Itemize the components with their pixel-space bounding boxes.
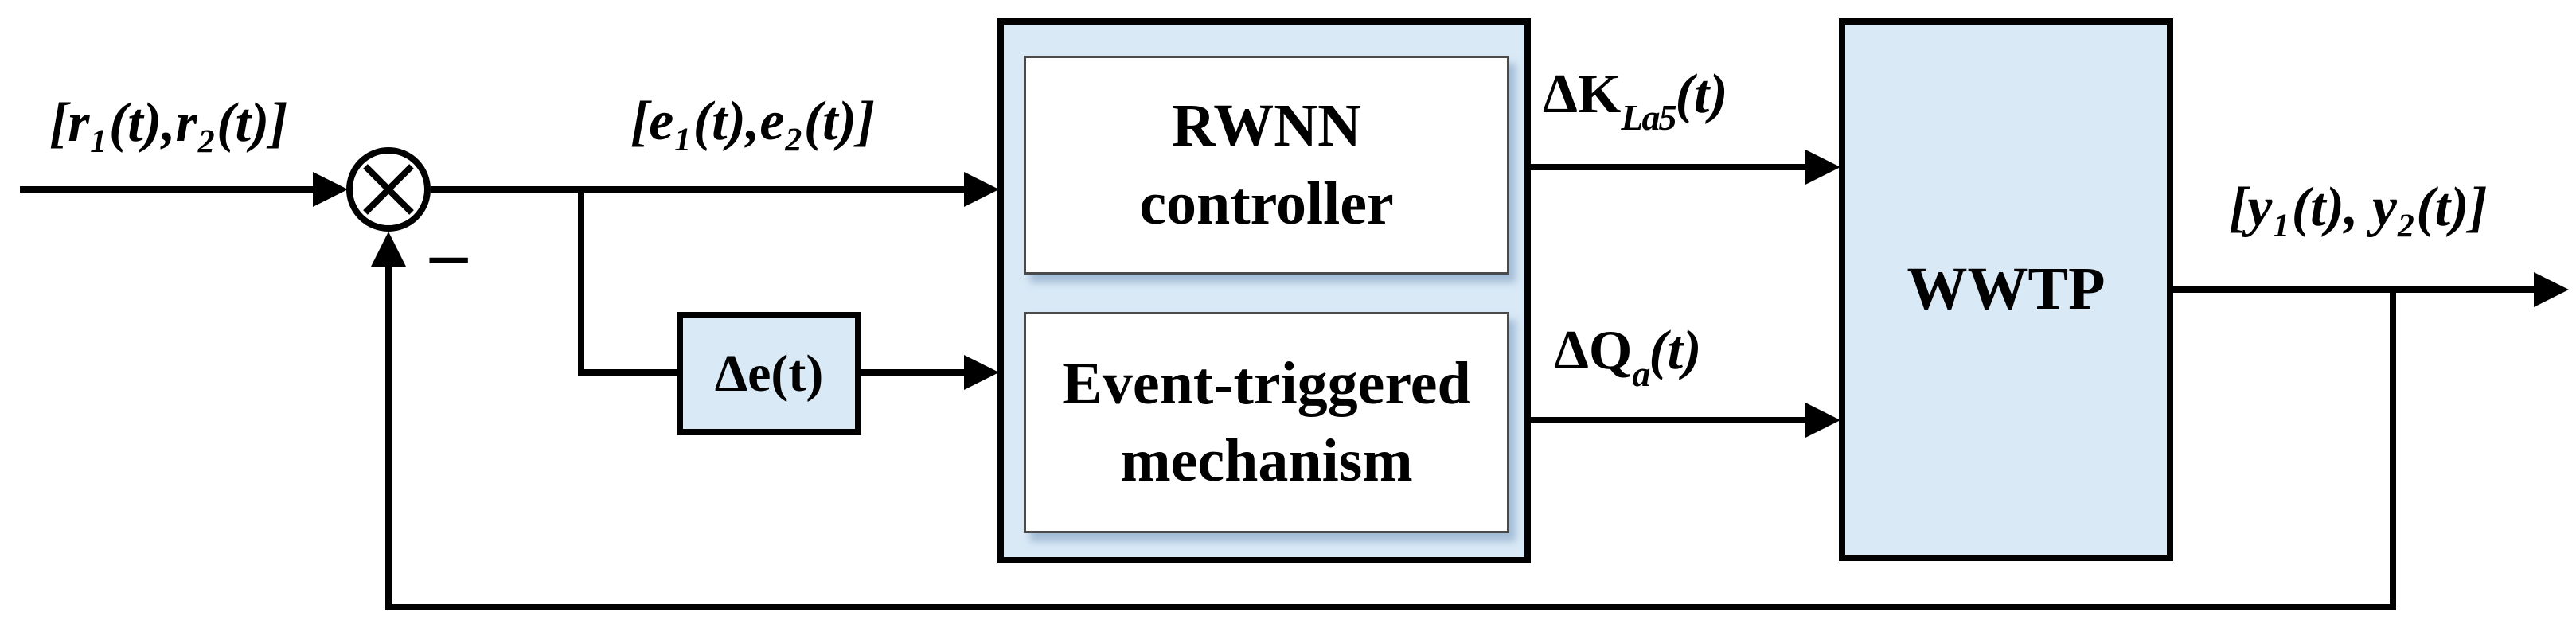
rwnn-controller-block: RWNN controller <box>1024 56 1509 275</box>
event-mechanism-block: Event-triggered mechanism <box>1024 312 1509 533</box>
event-mechanism-label-line1: Event-triggered <box>1062 349 1471 417</box>
delta-e-out-line <box>861 369 966 376</box>
reference-arrowhead-icon <box>313 172 348 207</box>
error-signal-label: [e₁(t),e₂(t)] <box>630 91 876 152</box>
kla-signal-line <box>1531 164 1807 170</box>
error-arrowhead-icon <box>964 172 999 207</box>
kla-arrowhead-icon <box>1805 150 1840 185</box>
reference-signal-label: [r₁(t),r₂(t)] <box>49 92 288 154</box>
delta-e-in-line <box>578 369 680 376</box>
kla-signal-sub: La5 <box>1621 97 1676 138</box>
delta-e-label: Δe(t) <box>714 344 824 403</box>
rwnn-controller-label-line2: controller <box>1139 169 1394 237</box>
summing-junction <box>346 147 431 232</box>
output-line <box>2173 286 2535 293</box>
qa-signal-tail: (t) <box>1649 320 1702 381</box>
feedback-drop-line <box>2390 286 2396 610</box>
feedback-bottom-line <box>388 604 2396 610</box>
qa-arrowhead-icon <box>1805 403 1840 438</box>
summing-junction-cross-icon <box>363 164 414 215</box>
kla-signal-tail: (t) <box>1675 64 1728 125</box>
output-arrowhead-icon <box>2534 272 2569 307</box>
feedback-arrowhead-icon <box>371 232 406 267</box>
minus-sign-label: − <box>425 215 473 306</box>
wwtp-label: WWTP <box>1907 255 2106 323</box>
error-branch-line <box>578 186 584 376</box>
output-signal-label: [y₁(t), y₂(t)] <box>2229 177 2488 238</box>
wwtp-block: WWTP <box>1839 18 2173 561</box>
event-mechanism-label-line2: mechanism <box>1120 427 1413 494</box>
delta-e-block: Δe(t) <box>677 312 861 435</box>
qa-signal-sub: a <box>1632 353 1650 394</box>
qa-signal-main: ΔQ <box>1554 320 1633 381</box>
kla-signal-main: ΔK <box>1543 64 1622 125</box>
error-signal-line <box>431 186 966 193</box>
qa-signal-line <box>1531 417 1807 423</box>
qa-signal-label: ΔQa(t) <box>1554 320 1702 392</box>
rwnn-controller-label-line1: RWNN <box>1172 92 1361 160</box>
delta-e-arrowhead-icon <box>964 355 999 390</box>
kla-signal-label: ΔKLa5(t) <box>1543 64 1728 136</box>
reference-input-line <box>20 186 314 193</box>
feedback-riser-line <box>385 263 392 610</box>
